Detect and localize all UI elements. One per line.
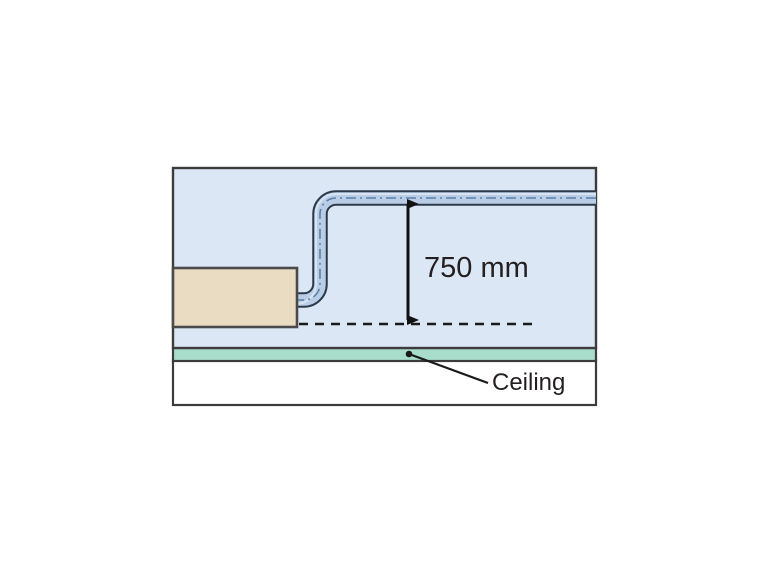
dimension-label: 750 mm xyxy=(424,252,529,284)
ceiling-slab-region xyxy=(171,346,598,363)
room-below-region xyxy=(171,358,598,407)
ceiling-leader-line xyxy=(408,352,489,385)
ceiling-leader-dot xyxy=(405,350,413,358)
equipment-box-region xyxy=(171,266,299,329)
ceiling-callout-label: Ceiling xyxy=(492,369,565,396)
duct-highlight xyxy=(270,193,596,305)
duct-centerline xyxy=(270,197,596,301)
